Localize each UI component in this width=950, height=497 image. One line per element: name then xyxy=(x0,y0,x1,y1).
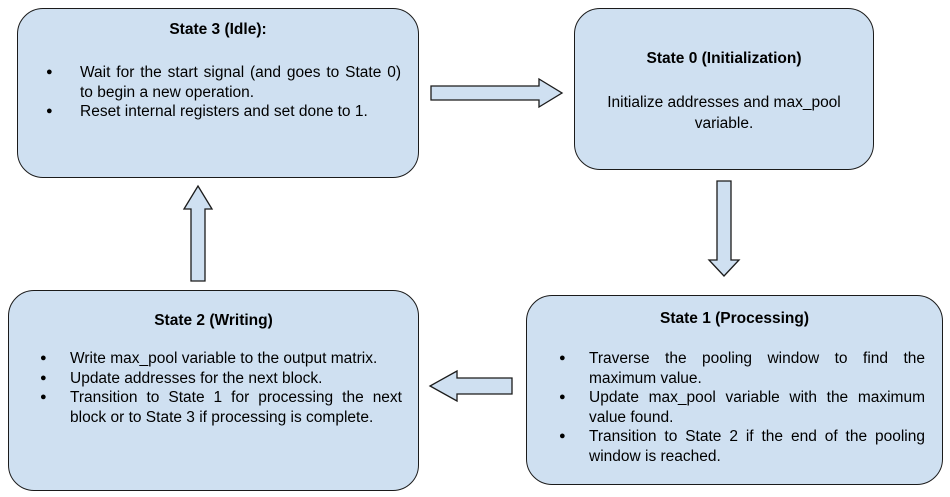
state-0-box: State 0 (Initialization) Initialize addr… xyxy=(574,8,874,170)
state-1-bullet-list: Traverse the pooling window to find the … xyxy=(559,349,925,466)
state-0-title: State 0 (Initialization) xyxy=(646,50,802,67)
state-1-title: State 1 (Processing) xyxy=(659,310,810,327)
state-1-bullet-2: Update max_pool variable with the maximu… xyxy=(559,388,925,427)
state-2-bullet-list: Write max_pool variable to the output ma… xyxy=(40,349,402,427)
state-2-box: State 2 (Writing) Write max_pool variabl… xyxy=(8,290,419,491)
state-2-bullet-1: Write max_pool variable to the output ma… xyxy=(40,349,402,369)
state-2-bullet-2: Update addresses for the next block. xyxy=(40,369,402,389)
state-3-bullet-1: Wait for the start signal (and goes to S… xyxy=(46,63,401,102)
state-3-box: State 3 (Idle): Wait for the start signa… xyxy=(17,8,419,178)
state-2-title: State 2 (Writing) xyxy=(154,312,273,329)
arrow-state1-to-state2 xyxy=(428,369,513,403)
state-3-bullet-list: Wait for the start signal (and goes to S… xyxy=(46,63,401,122)
state-0-description: Initialize addresses and max_pool variab… xyxy=(607,94,841,132)
state-1-bullet-3: Transition to State 2 if the end of the … xyxy=(559,427,925,466)
arrow-state3-to-state0 xyxy=(430,77,564,109)
state-3-bullet-2: Reset internal registers and set done to… xyxy=(46,102,401,122)
state-2-bullet-3: Transition to State 1 for processing the… xyxy=(40,388,402,427)
arrow-state0-to-state1 xyxy=(707,180,741,277)
state-3-title: State 3 (Idle): xyxy=(169,21,267,38)
arrow-state2-to-state3 xyxy=(182,184,214,282)
state-1-box: State 1 (Processing) Traverse the poolin… xyxy=(526,295,943,485)
state-1-bullet-1: Traverse the pooling window to find the … xyxy=(559,349,925,388)
